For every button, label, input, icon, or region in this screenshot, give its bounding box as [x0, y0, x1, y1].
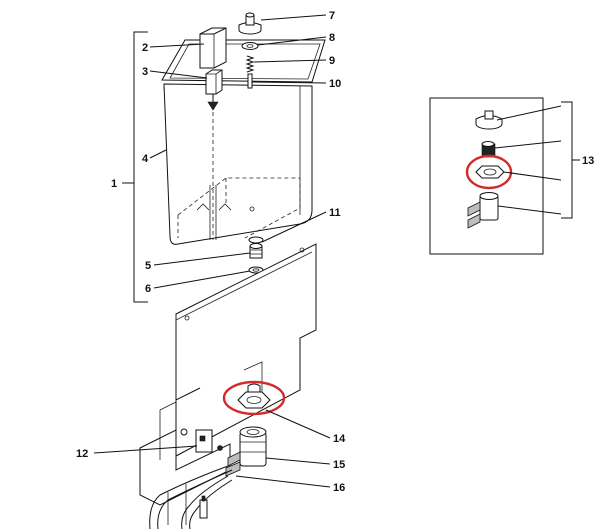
callout-1: 1: [111, 178, 117, 190]
callout-14: 14: [333, 433, 346, 445]
callout-8: 8: [329, 32, 335, 44]
part-3-latch: [205, 69, 223, 111]
leader-lines: [93, 14, 562, 488]
part-12-switch: [180, 428, 223, 453]
callout-12: 12: [76, 448, 88, 460]
callout-labels: 1 2 3 4 5 6 7 8 9 10 11 12 13 14 15 16: [76, 10, 594, 494]
part-2-cap: [199, 27, 227, 69]
callout-4: 4: [142, 153, 149, 165]
callout-3: 3: [142, 66, 148, 78]
tank-outlet-parts: [248, 236, 264, 274]
callout-5: 5: [145, 260, 151, 272]
callout-15: 15: [333, 459, 345, 471]
callout-6: 6: [145, 283, 151, 295]
callout-13: 13: [582, 155, 594, 167]
callout-7: 7: [329, 10, 335, 22]
callout-11: 11: [329, 207, 341, 219]
part-14-nut: [237, 383, 271, 409]
inset-detail: [429, 97, 580, 255]
highlight-nut-inset: [465, 154, 513, 190]
water-tank: [161, 39, 326, 245]
bracket-group-1: [122, 31, 148, 303]
float-valve-assembly: [238, 12, 262, 89]
callout-9: 9: [329, 55, 335, 67]
part-16-tubing: [149, 465, 233, 529]
callout-10: 10: [329, 78, 341, 90]
highlight-nut-main: [222, 380, 286, 416]
callout-2: 2: [142, 42, 148, 54]
callout-16: 16: [333, 482, 345, 494]
part-15-solenoid: [225, 426, 267, 477]
